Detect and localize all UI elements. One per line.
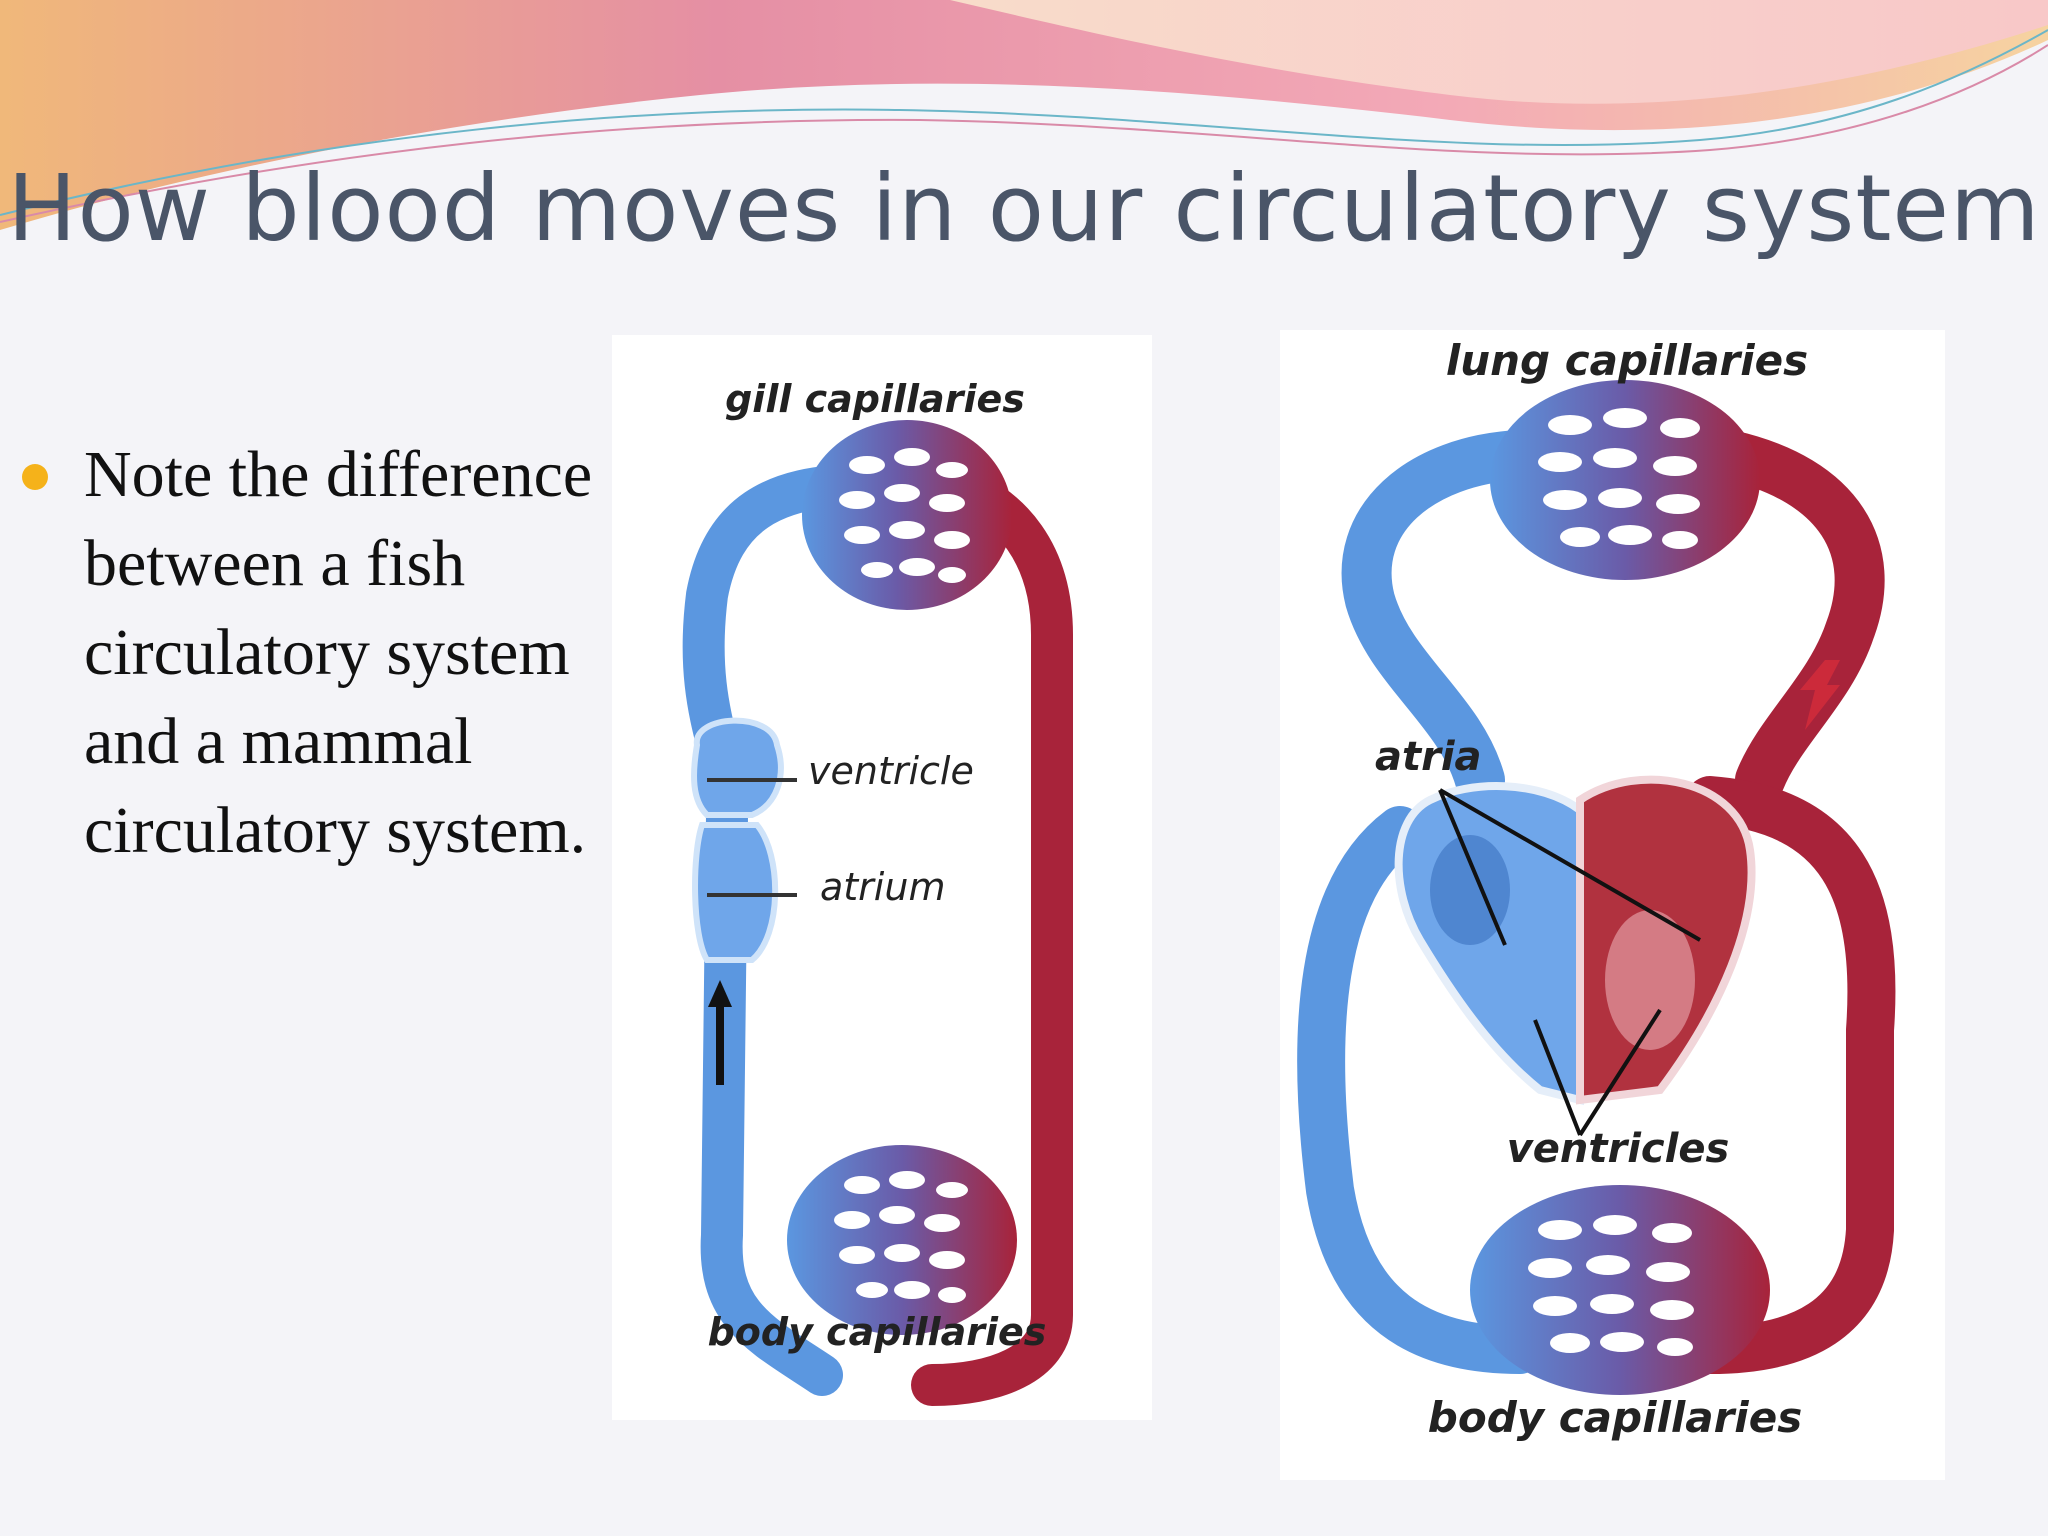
fish-body-capillaries-label: body capillaries [708, 1310, 1047, 1354]
bullet-dot-icon [22, 464, 48, 490]
pulmonary-vein-vessel [1705, 430, 1885, 805]
atria-label: atria [1375, 734, 1482, 780]
aorta-vessel [1686, 776, 1896, 1374]
bullet-text: Note the difference between a fish circu… [84, 438, 593, 867]
flow-arrow-icon [1800, 660, 1840, 730]
ventricle-label: ventricle [808, 749, 974, 793]
lung-capillaries-label: lung capillaries [1446, 336, 1808, 385]
gill-capillaries-label: gill capillaries [725, 377, 1025, 421]
fish-ventricle [691, 717, 784, 818]
left-ventricle [1605, 910, 1695, 1050]
mammal-circulation-diagram: lung capillaries atria ventricles body c… [1280, 330, 1945, 1480]
right-heart-chambers [1394, 782, 1584, 1106]
fish-atrium [692, 822, 779, 963]
right-atrium [1430, 835, 1510, 945]
pulmonary-artery-vessel [1341, 430, 1545, 805]
mammal-body-capillaries-label: body capillaries [1428, 1393, 1802, 1442]
slide-title: How blood moves in our circulatory syste… [7, 155, 2041, 262]
vena-cava-vessel [1297, 806, 1544, 1374]
header-wave-decoration [0, 0, 2048, 230]
mammal-body-capillary-bed [1470, 1185, 1770, 1395]
atrium-label: atrium [820, 865, 945, 909]
fish-circulation-diagram: gill capillaries ventricle atrium body c… [612, 335, 1152, 1420]
ventricles-label: ventricles [1507, 1126, 1730, 1172]
